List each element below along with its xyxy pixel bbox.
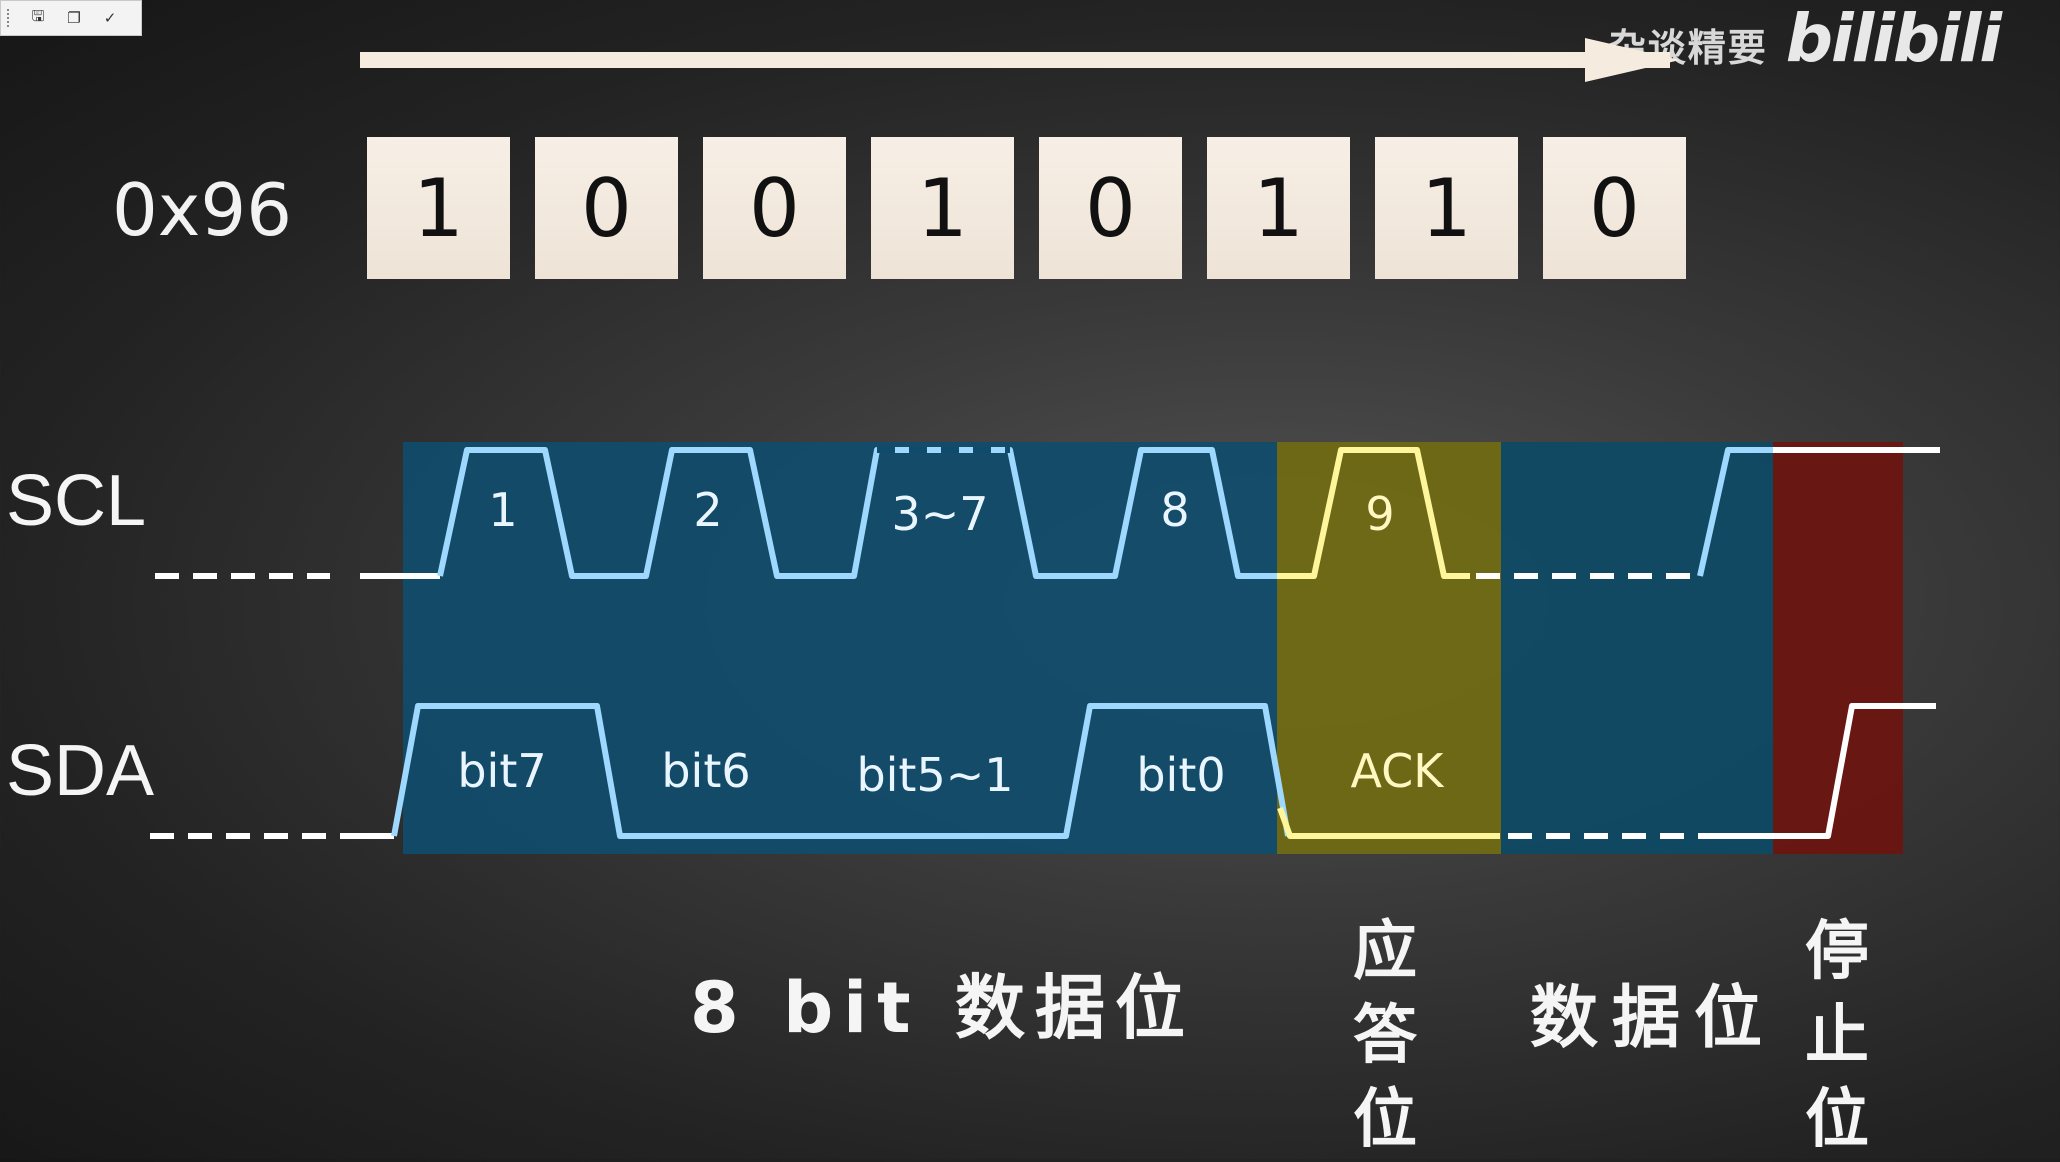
scl-pulse-label: 8: [1160, 483, 1189, 537]
data-caption: 数据位: [1530, 979, 1777, 1058]
stop-caption-char: 位: [1805, 1083, 1869, 1157]
sda-stop-rise: [1700, 703, 1936, 839]
sda-bit-label: bit7: [457, 744, 546, 798]
copy-icon[interactable]: ❐: [67, 9, 81, 27]
bit-box: 1: [1207, 137, 1350, 279]
scl-pulse-label: 1: [488, 483, 517, 537]
scl-label: SCL: [6, 461, 147, 541]
scl-pulse-label: 9: [1365, 487, 1394, 541]
ack-caption: 应 答 位: [1345, 910, 1425, 1162]
scl-pulse-label: 3~7: [891, 487, 988, 541]
sda-bit-label: bit5~1: [856, 748, 1013, 802]
sda-ack-label: ACK: [1351, 744, 1446, 798]
direction-arrow-head: [1585, 38, 1680, 82]
watermark: 杂谈精要 bilibili: [1608, 0, 2002, 77]
bit-box: 1: [871, 137, 1014, 279]
sda-waveform: [391, 703, 1291, 839]
ack-region: [1277, 442, 1501, 854]
ack-caption-char: 位: [1353, 1083, 1417, 1157]
bit-box: 0: [1039, 137, 1182, 279]
bit-box: 0: [535, 137, 678, 279]
bilibili-logo: bilibili: [1785, 0, 2002, 77]
stop-caption: 停 止 位: [1797, 910, 1877, 1162]
data-region: [1501, 442, 1773, 854]
toolbar: 🖫 ❐ ✓: [0, 0, 142, 36]
bit-boxes: 1 0 0 1 0 1 1 0: [367, 137, 1686, 279]
scl-rise: [1697, 447, 1773, 577]
stop-caption-char: 停: [1805, 915, 1869, 989]
scl-ack-waveform: [1277, 447, 1470, 579]
sda-label: SDA: [6, 731, 155, 811]
toolbar-grip[interactable]: [7, 9, 13, 27]
sda-bit-label: bit6: [661, 744, 750, 798]
hex-value-label: 0x96: [112, 168, 293, 252]
ack-caption-char: 答: [1353, 999, 1417, 1073]
scl-waveform: [437, 447, 1277, 579]
stop-caption-char: 止: [1805, 999, 1869, 1073]
data-bits-caption: 8 bit 数据位: [690, 967, 1196, 1049]
save-icon[interactable]: 🖫: [31, 6, 45, 25]
check-icon[interactable]: ✓: [103, 9, 117, 27]
bit-box: 0: [1543, 137, 1686, 279]
sda-bit-label: bit0: [1136, 748, 1225, 802]
bit-box: 1: [367, 137, 510, 279]
bit-box: 0: [703, 137, 846, 279]
ack-caption-char: 应: [1353, 915, 1417, 989]
bit-box: 1: [1375, 137, 1518, 279]
scl-pulse-label: 2: [693, 483, 722, 537]
sda-ack-waveform: [1277, 806, 1500, 839]
